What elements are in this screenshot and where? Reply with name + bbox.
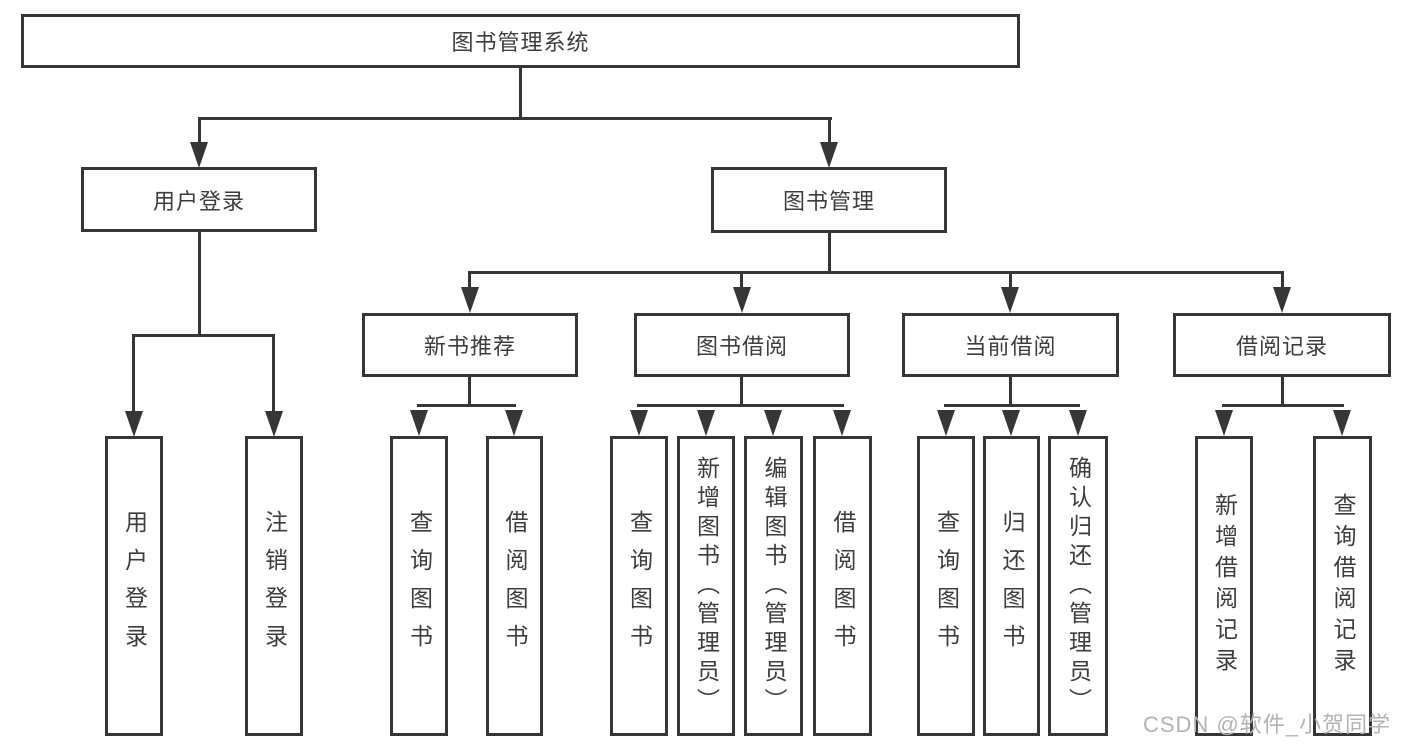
node-book-management-label: 图书管理 bbox=[782, 189, 875, 214]
arrow-leaf-add-record-icon bbox=[1215, 410, 1233, 436]
connector-login-vline bbox=[198, 232, 201, 336]
leaf-confirm-return-admin: 确认归还（管理员） bbox=[1048, 436, 1108, 736]
connector-borrowmod-vline bbox=[740, 377, 743, 406]
connector-stem-leaf-login bbox=[132, 334, 135, 412]
arrow-leaf-query-record-icon bbox=[1333, 410, 1351, 436]
arrow-new-book-icon bbox=[461, 287, 479, 313]
arrow-leaf-query-recommend-icon bbox=[410, 410, 428, 436]
leaf-query-borrow-record: 查询借阅记录 bbox=[1313, 436, 1372, 736]
connector-root-vline bbox=[519, 68, 522, 118]
connector-stem-leaf-logout bbox=[272, 334, 275, 412]
connector-current-hline bbox=[944, 404, 1080, 407]
arrow-current-borrow-icon bbox=[1001, 287, 1019, 313]
connector-current-vline bbox=[1009, 377, 1012, 406]
connector-stem-current-borrow bbox=[1009, 271, 1012, 288]
node-book-borrow-label: 图书借阅 bbox=[695, 334, 788, 359]
connector-bookmgmt-vline bbox=[828, 233, 831, 273]
arrow-user-login-icon bbox=[190, 142, 208, 168]
connector-bookmgmt-hline bbox=[468, 271, 1284, 274]
arrow-leaf-login-icon bbox=[125, 411, 143, 437]
arrow-leaf-return-icon bbox=[1002, 410, 1020, 436]
arrow-borrow-records-icon bbox=[1273, 287, 1291, 313]
arrow-leaf-add-books-icon bbox=[697, 410, 715, 436]
arrow-leaf-query-borrowing-icon bbox=[630, 410, 648, 436]
node-book-borrow: 图书借阅 bbox=[634, 313, 850, 377]
leaf-query-books-borrowing: 查询图书 bbox=[610, 436, 668, 736]
node-user-login: 用户登录 bbox=[81, 167, 317, 232]
leaf-borrow-books-borrowing: 借阅图书 bbox=[813, 436, 872, 736]
arrow-leaf-query-current-icon bbox=[937, 410, 955, 436]
leaf-borrow-books-recommend: 借阅图书 bbox=[486, 436, 543, 736]
arrow-leaf-edit-books-icon bbox=[764, 410, 782, 436]
connector-stem-new-book bbox=[468, 271, 471, 288]
leaf-user-login: 用户登录 bbox=[105, 436, 163, 736]
connector-stem-borrow-records bbox=[1281, 271, 1284, 288]
connector-records-vline bbox=[1281, 377, 1284, 406]
node-new-book-recommend: 新书推荐 bbox=[362, 313, 578, 377]
connector-stem-book-management bbox=[828, 117, 831, 143]
leaf-query-books-recommend: 查询图书 bbox=[390, 436, 448, 736]
connector-recommend-hline bbox=[417, 404, 516, 407]
leaf-logout: 注销登录 bbox=[245, 436, 303, 736]
node-root-label: 图书管理系统 bbox=[451, 30, 590, 55]
connector-records-hline bbox=[1222, 404, 1344, 407]
watermark: CSDN @软件_小贺同学 bbox=[1142, 712, 1391, 737]
connector-stem-book-borrow bbox=[740, 271, 743, 288]
arrow-book-borrow-icon bbox=[733, 287, 751, 313]
connector-stem-user-login bbox=[198, 117, 201, 143]
arrow-book-management-icon bbox=[820, 142, 838, 168]
arrow-leaf-logout-icon bbox=[265, 411, 283, 437]
connector-borrowmod-hline bbox=[637, 404, 844, 407]
connector-login-hline bbox=[132, 334, 275, 337]
node-new-book-recommend-label: 新书推荐 bbox=[423, 334, 516, 359]
leaf-query-books-current: 查询图书 bbox=[917, 436, 975, 736]
arrow-leaf-confirm-return-icon bbox=[1069, 410, 1087, 436]
node-book-management: 图书管理 bbox=[711, 167, 947, 233]
node-root: 图书管理系统 bbox=[21, 14, 1020, 68]
arrow-leaf-borrow-borrowing-icon bbox=[833, 410, 851, 436]
arrow-leaf-borrow-recommend-icon bbox=[505, 410, 523, 436]
leaf-add-books-admin: 新增图书（管理员） bbox=[677, 436, 735, 736]
connector-root-hline bbox=[198, 117, 832, 120]
node-current-borrow: 当前借阅 bbox=[902, 313, 1119, 377]
node-borrow-records-label: 借阅记录 bbox=[1235, 334, 1328, 359]
leaf-return-books: 归还图书 bbox=[983, 436, 1040, 736]
leaf-edit-books-admin: 编辑图书（管理员） bbox=[744, 436, 803, 736]
leaf-add-borrow-record: 新增借阅记录 bbox=[1195, 436, 1253, 736]
node-user-login-label: 用户登录 bbox=[152, 188, 245, 214]
connector-recommend-vline bbox=[468, 377, 471, 406]
node-current-borrow-label: 当前借阅 bbox=[964, 334, 1057, 359]
node-borrow-records: 借阅记录 bbox=[1173, 313, 1391, 377]
